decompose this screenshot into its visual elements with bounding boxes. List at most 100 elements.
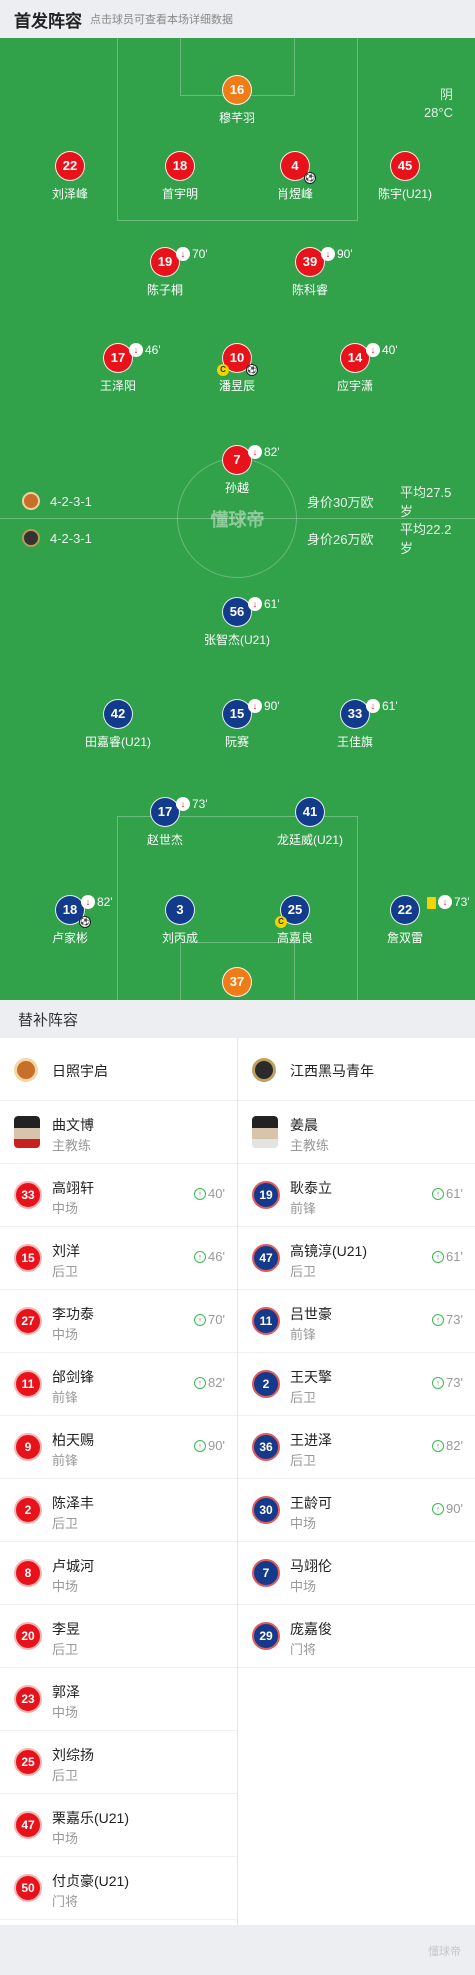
sub-off-minute: 61' bbox=[382, 699, 398, 713]
home-player[interactable]: 19↓70'陈子桐 bbox=[110, 247, 220, 298]
away-player[interactable]: 56↓61'张智杰(U21) bbox=[182, 597, 292, 648]
sub-player-position: 前锋 bbox=[52, 1453, 79, 1468]
sub-in-marker: ↑82' bbox=[194, 1375, 225, 1390]
coach-name: 曲文博 bbox=[52, 1117, 94, 1133]
sub-player-name: 庞嘉俊 bbox=[290, 1621, 332, 1637]
away-player[interactable]: 15↓90'阮赛 bbox=[182, 699, 292, 750]
home-player[interactable]: 4⚽肖煜峰 bbox=[240, 151, 350, 202]
home-value: 身价30万欧 bbox=[307, 494, 374, 510]
away-player[interactable]: 37买乌兰·加帕尔 bbox=[182, 967, 292, 1000]
sub-player-name: 刘综扬 bbox=[52, 1747, 94, 1763]
sub-off-minute: 73' bbox=[454, 895, 470, 909]
captain-icon: C bbox=[217, 364, 229, 376]
sub-in-minute: 46' bbox=[208, 1249, 225, 1264]
away-formation: 4-2-3-1 bbox=[50, 530, 92, 546]
page-title: 首发阵容 bbox=[14, 11, 82, 31]
away-team-info: 4-2-3-1 身价26万欧 平均22.2岁 bbox=[22, 522, 462, 556]
sub-player-position: 前锋 bbox=[52, 1390, 79, 1405]
away-player[interactable]: 18⚽↓82'卢家彬 bbox=[15, 895, 125, 946]
player-name: 龙廷威(U21) bbox=[276, 833, 343, 847]
player-name: 王泽阳 bbox=[99, 379, 136, 393]
sub-in-minute: 40' bbox=[208, 1186, 225, 1201]
pitch: 懂球帝 阴 28°C 4-2-3-1 身价30万欧 平均27.5岁 4-2-3-… bbox=[0, 38, 475, 1000]
sub-player-number: 7 bbox=[252, 1559, 280, 1587]
player-number: 37 bbox=[222, 967, 252, 997]
sub-player-number: 33 bbox=[14, 1181, 42, 1209]
home-player[interactable]: 39↓90'陈科睿 bbox=[255, 247, 365, 298]
sub-off-marker: ↓73' bbox=[438, 895, 470, 909]
sub-player-name: 郭泽 bbox=[52, 1684, 80, 1700]
sub-in-marker: ↑61' bbox=[432, 1186, 463, 1201]
away-subs-team[interactable]: 江西黑马青年 bbox=[238, 1038, 475, 1101]
coach-role: 主教练 bbox=[290, 1138, 330, 1153]
player-name: 应宇潇 bbox=[336, 379, 373, 393]
sub-off-marker: ↓61' bbox=[248, 597, 280, 611]
home-coach[interactable]: 曲文博 主教练 bbox=[0, 1101, 237, 1164]
away-player[interactable]: 33↓61'王佳旗 bbox=[300, 699, 410, 750]
home-player[interactable]: 14↓40'应宇潇 bbox=[300, 343, 410, 394]
sub-in-arrow-icon: ↑ bbox=[432, 1313, 445, 1326]
sub-player-name: 栗嘉乐(U21) bbox=[52, 1810, 130, 1826]
sub-player-number: 23 bbox=[14, 1685, 42, 1713]
sub-in-marker: ↑82' bbox=[432, 1438, 463, 1453]
coach-avatar bbox=[14, 1116, 40, 1148]
page-hint: 点击球员可查看本场详细数据 bbox=[90, 14, 233, 26]
player-number: 3 bbox=[165, 895, 195, 925]
page-header: 首发阵容 点击球员可查看本场详细数据 bbox=[0, 0, 475, 38]
sub-off-icon: ↓ bbox=[176, 797, 190, 811]
sub-off-minute: 61' bbox=[264, 597, 280, 611]
away-team-logo-icon bbox=[252, 1058, 276, 1082]
away-player[interactable]: 17↓73'赵世杰 bbox=[110, 797, 220, 848]
sub-off-minute: 46' bbox=[145, 343, 161, 357]
sub-off-marker: ↓46' bbox=[129, 343, 161, 357]
away-player[interactable]: 22↓73'詹双雷 bbox=[350, 895, 470, 946]
sub-player-number: 2 bbox=[252, 1370, 280, 1398]
sub-player-number: 27 bbox=[14, 1307, 42, 1335]
sub-player-position: 后卫 bbox=[290, 1390, 317, 1405]
sub-player-name: 李昱 bbox=[52, 1621, 80, 1637]
coach-name: 姜晨 bbox=[290, 1117, 318, 1133]
away-coach[interactable]: 姜晨 主教练 bbox=[238, 1101, 475, 1164]
player-name: 潘昱辰 bbox=[218, 379, 255, 393]
sub-off-icon: ↓ bbox=[81, 895, 95, 909]
sub-off-marker: ↓90' bbox=[248, 699, 280, 713]
sub-off-icon: ↓ bbox=[321, 247, 335, 261]
home-subs-team[interactable]: 日照宇启 bbox=[0, 1038, 237, 1101]
away-value: 身价26万欧 bbox=[307, 531, 374, 547]
weather: 阴 28°C bbox=[424, 86, 453, 122]
footer-watermark: 懂球帝 bbox=[428, 1946, 461, 1958]
home-player[interactable]: 17↓46'王泽阳 bbox=[63, 343, 173, 394]
sub-player-position: 门将 bbox=[52, 1894, 79, 1909]
sub-player-position: 后卫 bbox=[52, 1642, 79, 1657]
home-player[interactable]: 7↓82'孙越 bbox=[182, 445, 292, 496]
